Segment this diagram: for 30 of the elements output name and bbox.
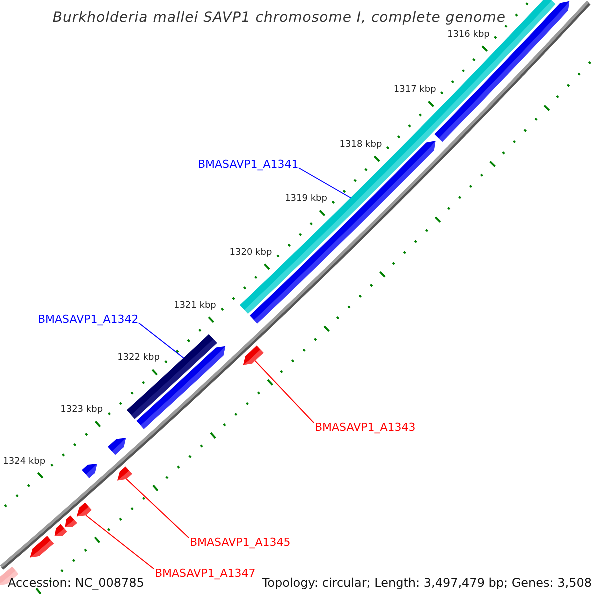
gene-feature: [65, 516, 78, 528]
gene-feature: [30, 536, 54, 558]
leader-line: [254, 360, 314, 424]
gene-feature: [76, 502, 92, 517]
tick-label: 1320 kbp: [230, 248, 272, 259]
accession-label: Accession: NC_008785: [8, 575, 144, 592]
gene-label: BMASAVP1_A1345: [190, 536, 291, 549]
genome-info-label: Topology: circular; Length: 3,497,479 bp; Genes: 3,508: [262, 575, 592, 592]
tick-label: 1323 kbp: [60, 405, 104, 416]
tick-label: 1324 kbp: [3, 456, 46, 468]
tick-label: 1319 kbp: [285, 194, 328, 206]
gene-label: BMASAVP1_A1342: [38, 313, 139, 326]
gene-feature: [82, 464, 98, 478]
tick-label: 1321 kbp: [174, 300, 216, 312]
gene-label: BMASAVP1_A1343: [315, 421, 416, 434]
leader-line: [126, 478, 190, 538]
tick-label: 1317 kbp: [394, 85, 436, 96]
tick-label: 1316 kbp: [447, 30, 490, 41]
gene-feature: [118, 466, 132, 481]
gene-label: BMASAVP1_A1341: [198, 158, 299, 171]
gene-feature: [108, 438, 126, 456]
map-title: Burkholderia mallei SAVP1 chromosome I, complete genome: [52, 9, 506, 28]
leader-line: [298, 168, 352, 198]
gene-label: BMASAVP1_A1347: [155, 567, 256, 580]
gene-feature: [243, 346, 264, 366]
leader-line: [86, 515, 154, 570]
tick-label: 1318 kbp: [340, 140, 382, 151]
gene-feature: [54, 524, 68, 536]
tick-label: 1322 kbp: [118, 353, 160, 364]
leader-line: [138, 322, 184, 359]
